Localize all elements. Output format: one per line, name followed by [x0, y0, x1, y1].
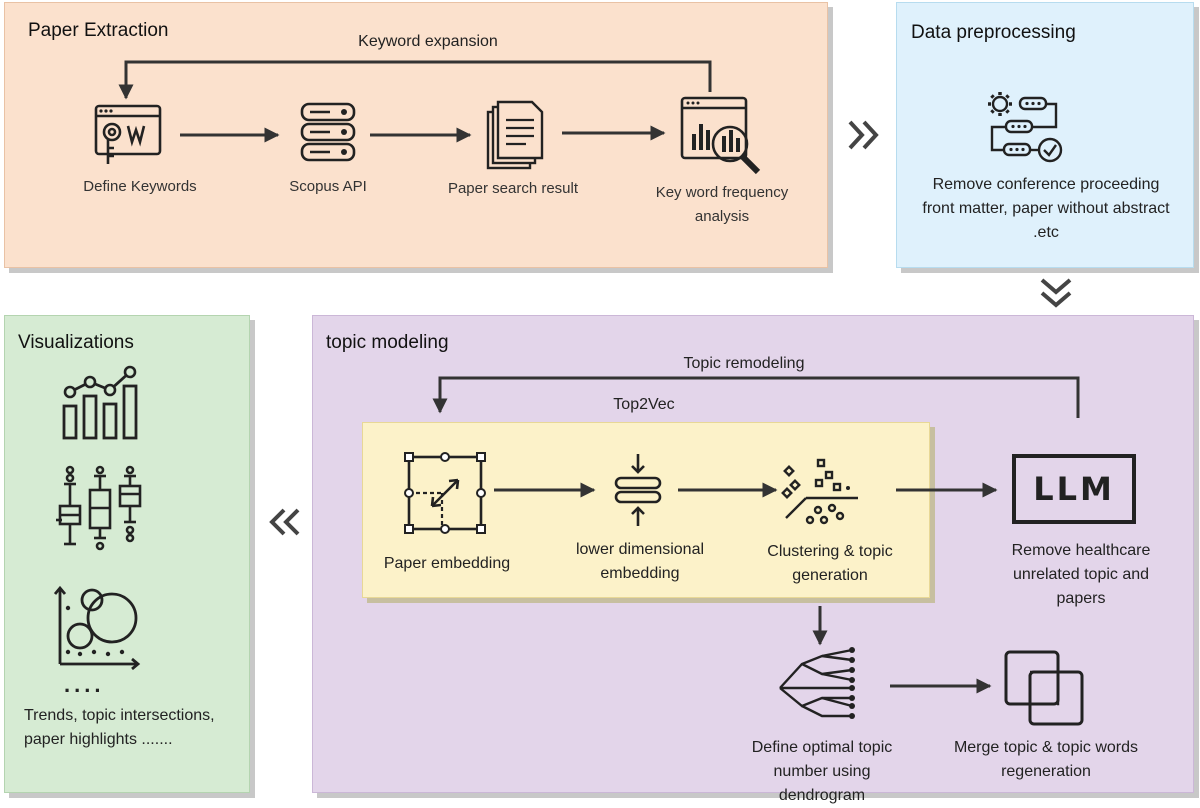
- dendrogram-icon: [779, 647, 855, 719]
- browser-key-icon: [94, 104, 162, 164]
- paper-search-result-label: Paper search result: [447, 180, 579, 197]
- topic-remodeling-label: Topic remodeling: [683, 355, 805, 372]
- chevron-right-icon: [848, 120, 879, 150]
- preprocessing-description: Remove conference proceeding front matte…: [922, 176, 1170, 241]
- merge-label: Merge topic & topic words regeneration: [953, 739, 1139, 780]
- keyword-expansion-loop-line: [118, 60, 712, 100]
- llm-label: LLM: [1033, 470, 1115, 508]
- bar-line-chart-icon: [62, 365, 138, 440]
- bubble-chart-icon: [53, 585, 141, 670]
- scopus-api-label: Scopus API: [289, 178, 367, 195]
- paper-embedding-label: Paper embedding: [383, 555, 511, 572]
- keyword-frequency-label: Key word frequency analysis: [655, 184, 789, 225]
- clustering-topic-generation-label: Clustering & topic generation: [767, 543, 893, 584]
- chevron-down-icon: [1040, 278, 1072, 308]
- define-keywords-label: Define Keywords: [83, 178, 197, 195]
- compress-icon: [614, 454, 662, 526]
- visualizations-title: Visualizations: [18, 332, 134, 353]
- lower-dimensional-embedding-label: lower dimensional embedding: [575, 541, 705, 582]
- llm-box: LLM: [1012, 454, 1136, 524]
- documents-icon: [486, 100, 544, 170]
- chart-magnifier-icon: [680, 96, 761, 175]
- topic-remodeling-loop-line: [432, 376, 1080, 418]
- chevron-left-icon: [269, 508, 300, 536]
- gear-workflow-icon: [988, 92, 1063, 163]
- llm-description: Remove healthcare unrelated topic and pa…: [1011, 542, 1151, 607]
- paper-extraction-title: Paper Extraction: [28, 20, 169, 41]
- visualizations-ellipsis: ....: [64, 672, 105, 697]
- visualizations-panel: [4, 315, 250, 793]
- scatter-cluster-icon: [781, 458, 858, 525]
- topic-modeling-title: topic modeling: [326, 332, 449, 353]
- merge-squares-icon: [1004, 650, 1084, 726]
- data-preprocessing-title: Data preprocessing: [911, 22, 1076, 43]
- embedding-box-icon: [404, 452, 486, 534]
- database-icon: [300, 102, 356, 162]
- top2vec-title: Top2Vec: [613, 396, 675, 413]
- data-preprocessing-panel: [896, 2, 1194, 268]
- boxplot-icon: [56, 465, 142, 551]
- visualizations-description: Trends, topic intersections, paper highl…: [24, 707, 215, 748]
- dendrogram-label: Define optimal topic number using dendro…: [751, 739, 893, 804]
- keyword-expansion-label: Keyword expansion: [358, 33, 498, 50]
